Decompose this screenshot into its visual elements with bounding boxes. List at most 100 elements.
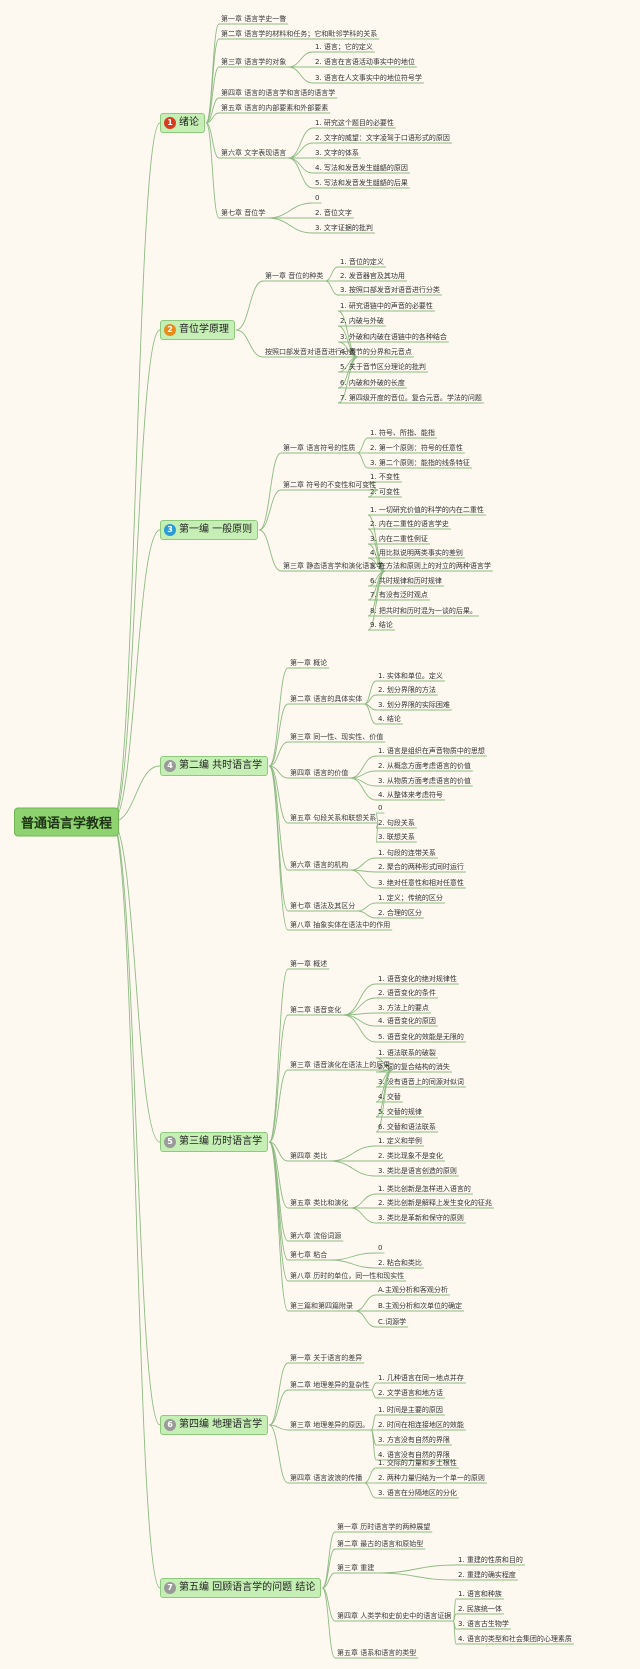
chapter-node[interactable]: 第一章 概论: [290, 659, 328, 667]
chapter-node[interactable]: 第二章 语言的具体实体: [290, 695, 363, 703]
chapter-node[interactable]: 第四章 语言的语言学和言语的语言学: [221, 89, 336, 97]
section-node[interactable]: 2. 可变性: [370, 488, 400, 496]
chapter-node[interactable]: 第三篇和第四篇附录: [290, 1302, 353, 1310]
section-node[interactable]: 4. 交替: [378, 1093, 401, 1101]
section-node[interactable]: 3. 语言在人文事实中的地位符号学: [315, 74, 422, 82]
section-node[interactable]: 2. 词的复合结构的消失: [378, 1063, 450, 1071]
section-node[interactable]: 1. 音位的定义: [340, 258, 384, 266]
chapter-node[interactable]: 第六章 流俗词源: [290, 1232, 342, 1240]
section-node[interactable]: 3. 类比是语言创造的原则: [378, 1167, 457, 1175]
section-node[interactable]: 2. 第一个原则：符号的任意性: [370, 444, 463, 452]
chapter-node[interactable]: 第二章 语音变化: [290, 1006, 342, 1014]
section-node[interactable]: 1. 研究这个题目的必要性: [315, 119, 394, 127]
chapter-node[interactable]: 第四章 语言波浪的传播: [290, 1474, 363, 1482]
section-node[interactable]: 1. 语法联系的破裂: [378, 1049, 436, 1057]
chapter-node[interactable]: 第五章 语系和语言的类型: [337, 1649, 417, 1657]
section-node[interactable]: 3. 按照口部发音对语音进行分类: [340, 286, 440, 294]
section-node[interactable]: 5. 关于音节区分理论的批判: [340, 363, 426, 371]
section-node[interactable]: 3. 划分界限的实际困难: [378, 701, 450, 709]
section-node[interactable]: 4. 语言没有自然的界限: [378, 1451, 450, 1459]
chapter-node[interactable]: 第一章 语言符号的性质: [283, 444, 356, 452]
section-node[interactable]: 3. 类比是革新和保守的原则: [378, 1214, 464, 1222]
chapter-node[interactable]: 第三章 地理差异的原因。: [290, 1421, 370, 1429]
section-node[interactable]: 7. 有没有泛时观点: [370, 591, 428, 599]
chapter-node[interactable]: 第一章 概述: [290, 960, 328, 968]
chapter-node[interactable]: 第四章 语言的价值: [290, 769, 349, 777]
chapter-node[interactable]: 第一章 关于语言的差异: [290, 1354, 363, 1362]
section-node[interactable]: 2. 文学语言和地方话: [378, 1389, 443, 1397]
section-node[interactable]: 2. 划分界限的方法: [378, 686, 436, 694]
section-node[interactable]: 5. 语音变化的效能是无限的: [378, 1033, 464, 1041]
section-node[interactable]: 5. 写法和发音发生龃龉的后果: [315, 179, 408, 187]
chapter-node[interactable]: 第二章 语言学的材料和任务；它和毗邻学科的关系: [221, 30, 378, 38]
section-node[interactable]: 3. 内在二重性例证: [370, 535, 428, 543]
section-node[interactable]: 2. 合理的区分: [378, 909, 422, 917]
section-node[interactable]: 5. 交替的规律: [378, 1108, 422, 1116]
section-node[interactable]: 1. 几种语言在同一地点并存: [378, 1374, 464, 1382]
chapter-node[interactable]: 第三章 同一性、现实性、价值: [290, 733, 384, 741]
chapter-node[interactable]: 第三章 语音演化在语法上的后果: [290, 1061, 391, 1069]
section-node[interactable]: 2. 发音器官及其功用: [340, 272, 405, 280]
section-node[interactable]: B.主观分析和次单位的确定: [378, 1302, 463, 1310]
section-node[interactable]: 3. 外破和内破在语链中的各种结合: [340, 333, 447, 341]
section-node[interactable]: 1. 语言和种族: [458, 1590, 502, 1598]
section-node[interactable]: 2. 句段关系: [378, 819, 415, 827]
section-node[interactable]: 7. 第四级开度的音位。复合元音。学法的问题: [340, 394, 482, 402]
chapter-node[interactable]: 第三章 语言学的对象: [221, 58, 287, 66]
section-node[interactable]: 0: [315, 194, 320, 202]
section-node[interactable]: 1. 实体和单位。定义: [378, 672, 443, 680]
section-node[interactable]: 1. 类比创新是怎样进入语言的: [378, 1185, 471, 1193]
section-node[interactable]: 3. 方法上的要点: [378, 1004, 429, 1012]
section-node[interactable]: 4. 写法和发音发生龃龉的原因: [315, 164, 408, 172]
section-node[interactable]: 3. 第二个原则：能指的线条特征: [370, 459, 470, 467]
chapter-node[interactable]: 第七章 音位学: [221, 209, 266, 217]
section-node[interactable]: 2. 民族统一体: [458, 1605, 502, 1613]
section-node[interactable]: 2. 聚合的两种形式同时运行: [378, 863, 464, 871]
section-node[interactable]: 1. 研究语链中的声音的必要性: [340, 302, 433, 310]
section-node[interactable]: 3. 语言古生物学: [458, 1620, 509, 1628]
section-node[interactable]: 1. 时间是主要的原因: [378, 1406, 443, 1414]
section-node[interactable]: 1. 语言；它的定义: [315, 43, 373, 51]
section-node[interactable]: 1. 语音变化的绝对规律性: [378, 975, 457, 983]
section-node[interactable]: 3. 没有语音上的同源对似词: [378, 1078, 464, 1086]
chapter-node[interactable]: 第一章 语言学史一瞥: [221, 15, 287, 23]
chapter-node[interactable]: 第一章 音位的种类: [265, 272, 324, 280]
chapter-node[interactable]: 第七章 粘合: [290, 1251, 328, 1259]
chapter-node[interactable]: 第三章 重建: [337, 1564, 375, 1572]
section-node[interactable]: 1. 不变性: [370, 473, 400, 481]
section-node[interactable]: 3. 方言没有自然的界限: [378, 1436, 450, 1444]
section-node[interactable]: 2. 时间在相连接地区的效能: [378, 1421, 464, 1429]
section-node[interactable]: C.词源学: [378, 1318, 407, 1326]
section-node[interactable]: 1. 语言是组织在声音物质中的思想: [378, 747, 485, 755]
section-node[interactable]: 3. 语言在分隔地区的分化: [378, 1489, 457, 1497]
section-node[interactable]: 1. 定义；传统的区分: [378, 894, 443, 902]
section-node[interactable]: 2. 从概念方面考虑语言的价值: [378, 762, 471, 770]
chapter-node[interactable]: 第六章 语言的机构: [290, 861, 349, 869]
chapter-node[interactable]: 第八章 抽象实体在语法中的作用: [290, 921, 391, 929]
section-node[interactable]: 2. 类比现象不是变化: [378, 1152, 443, 1160]
section-node[interactable]: 4. 语音变化的原因: [378, 1017, 436, 1025]
section-node[interactable]: 3. 文字证据的批判: [315, 224, 373, 232]
section-node[interactable]: 1. 符号、所指、能指: [370, 429, 435, 437]
root-topic[interactable]: 普通语言学教程: [14, 807, 120, 837]
section-node[interactable]: 2. 重建的确实程度: [458, 1571, 516, 1579]
chapter-node[interactable]: 按照口部发音对语音进行分类: [265, 348, 356, 356]
section-node[interactable]: 0: [378, 1244, 383, 1252]
section-node[interactable]: 3. 文字的体系: [315, 149, 359, 157]
chapter-node[interactable]: 第三章 静态语言学和演化语言学: [283, 562, 384, 570]
section-node[interactable]: 6. 交替和语法联系: [378, 1123, 436, 1131]
section-node[interactable]: 2. 语音变化的条件: [378, 989, 436, 997]
section-node[interactable]: 6. 内破和外破的长度: [340, 379, 405, 387]
chapter-node[interactable]: 第八章 历时的单位，同一性和现实性: [290, 1272, 405, 1280]
section-node[interactable]: 5. 在方法和原则上的对立的两种语言学: [370, 562, 491, 570]
chapter-node[interactable]: 第四章 类比: [290, 1152, 328, 1160]
chapter-node[interactable]: 第五章 语言的内部要素和外部要素: [221, 104, 329, 112]
section-node[interactable]: 2. 语言在言语活动事实中的地位: [315, 58, 415, 66]
section-node[interactable]: 4. 用比拟说明两类事实的差别: [370, 549, 463, 557]
